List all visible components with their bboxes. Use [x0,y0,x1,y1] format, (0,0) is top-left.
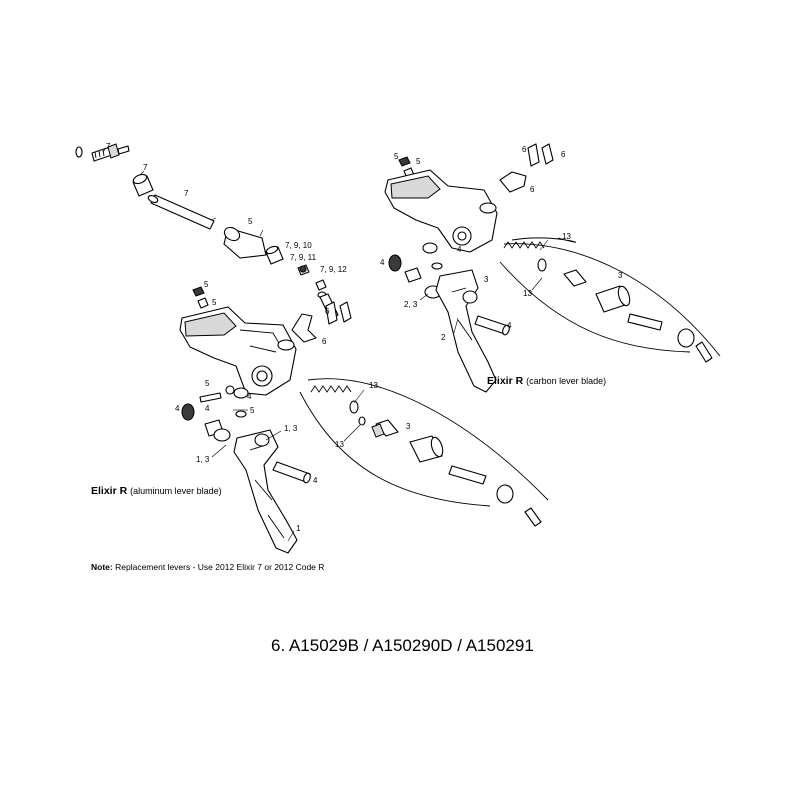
callout: 5 [248,217,253,226]
spring-cup-upper [537,258,547,272]
callout: 6 [522,145,527,154]
callout: 5 [204,280,209,289]
callout: 13 [335,440,344,449]
callout: 4 [205,404,210,413]
replacement-note: Note: Replacement levers - Use 2012 Elix… [91,562,324,572]
piston-spring-upper [503,241,545,249]
callout: 7 [184,189,189,198]
callout: 5 [205,379,210,388]
circlip-upper [695,341,713,363]
callout: 6 [530,185,535,194]
compression-sleeve [132,173,154,197]
callout: 7 [143,163,148,172]
callout: 13 [369,381,378,390]
bleed-screw [192,286,209,309]
push-rod-upper [627,313,663,331]
callout: 6 [322,337,327,346]
push-rod [448,465,487,485]
lower-piston-assembly [299,378,549,527]
aluminum-assembly-label: Elixir R (aluminum lever blade) [91,485,222,497]
callout: 4 [380,258,385,267]
hose-fitting-group [75,143,339,319]
callout: 3 [484,275,489,284]
leader-lines [102,147,549,542]
piston-bore-insert-upper [595,285,631,313]
note-text: Replacement levers - Use 2012 Elixir 7 o… [115,562,325,572]
aluminum-lever-assembly [179,286,352,554]
pivot-hardware [181,385,249,442]
callout: 6 [561,150,566,159]
callout: 1, 3 [196,455,210,464]
lever-body-carbon [384,169,498,253]
hose-tube [147,194,215,230]
callout: 13 [523,289,532,298]
callout: 3 [618,271,623,280]
callout: 5 [250,406,255,415]
aluminum-assembly-title: Elixir R [91,485,128,497]
end-cap [496,484,514,504]
callout: 7, 9, 10 [285,241,312,250]
part-numbers: 6. A15029B / A150290D / A150291 [271,636,534,655]
callout: 7, 9, 12 [320,265,347,274]
callout: 1 [296,524,301,533]
barb-fitting [91,143,130,162]
piston-spring [310,385,352,393]
callout: 2 [441,333,446,342]
callout: 5 [394,152,399,161]
end-cap-upper [677,328,695,348]
carbon-lever-assembly [384,143,554,393]
washer [358,416,366,426]
callout: 6 [325,307,330,316]
aluminum-assembly-subtitle: (aluminum lever blade) [130,486,222,496]
clamp-pieces-carbon [499,143,554,193]
callout: 7, 9, 11 [290,253,317,262]
callout: 4 [175,404,180,413]
carbon-assembly-title: Elixir R [487,375,524,387]
o-ring [75,146,83,158]
callout: 4 [457,245,462,254]
callout: 5 [416,157,421,166]
carbon-lever-blade [435,269,497,393]
circlip [524,507,542,527]
callout: 3 [406,422,411,431]
piston [371,419,399,438]
callout: 1, 3 [284,424,298,433]
note-label: Note: [91,562,113,572]
callout: 13 [562,232,571,241]
pivot-hardware-carbon [388,242,443,299]
carbon-assembly-label: Elixir R (carbon lever blade) [487,375,606,387]
spring-cup [349,400,359,414]
clamp-pieces [291,301,352,343]
callout: 5 [212,298,217,307]
callout: 7 [106,142,111,151]
carbon-assembly-subtitle: (carbon lever blade) [526,376,607,386]
pivot-pin [272,461,311,484]
upper-piston-assembly [499,237,721,363]
callout: 2, 3 [404,300,418,309]
callout: 4 [247,392,252,401]
callout: 4 [313,476,318,485]
piston-bore-insert [409,435,444,463]
lever-body [179,306,297,396]
pivot-pin-carbon [474,315,510,336]
callout-numbers: 7 7 7 5 7, 9, 10 7, 9, 11 7, 9, 12 5 5 6… [106,142,623,533]
hose-boot [223,226,267,259]
callout: 4 [507,321,512,330]
piston-upper [563,269,587,287]
aluminum-lever-blade [233,429,298,554]
